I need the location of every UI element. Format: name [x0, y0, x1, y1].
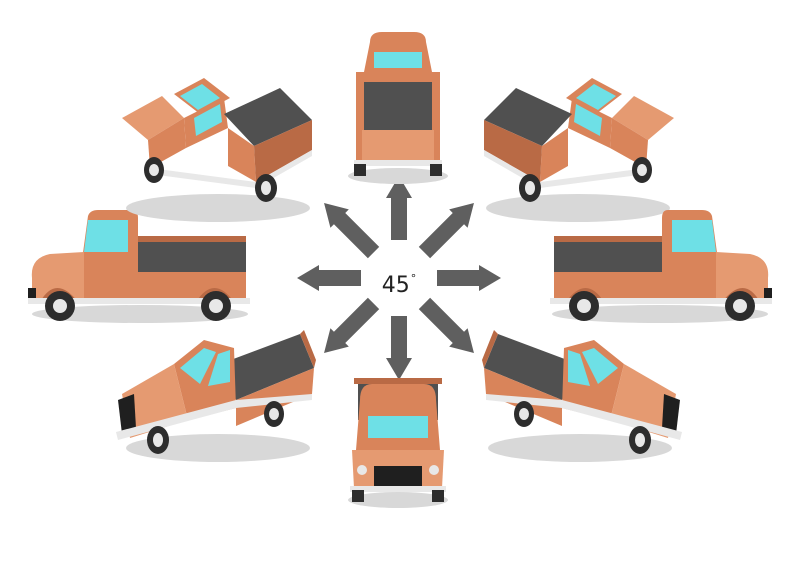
direction-arrows: [297, 176, 501, 380]
truck-front-view: [348, 378, 448, 508]
truck-front-right-view: [482, 330, 682, 462]
angle-value: 45: [381, 273, 410, 298]
truck-rear-left-view: [122, 78, 312, 222]
arrow-down-right: [418, 297, 474, 353]
arrow-up-left: [324, 203, 380, 259]
angle-label: 45°: [368, 262, 430, 298]
truck-front-left-view: [116, 330, 316, 462]
truck-back-view: [348, 32, 448, 184]
arrow-up: [386, 176, 412, 240]
arrow-left: [297, 265, 361, 291]
truck-rear-right-view: [484, 78, 674, 222]
arrow-down-left: [324, 297, 380, 353]
arrow-up-right: [418, 203, 474, 259]
arrow-right: [437, 265, 501, 291]
angle-unit: °: [410, 272, 417, 285]
truck-right-view: [550, 210, 772, 323]
truck-left-view: [28, 210, 250, 323]
arrow-down: [386, 316, 412, 380]
